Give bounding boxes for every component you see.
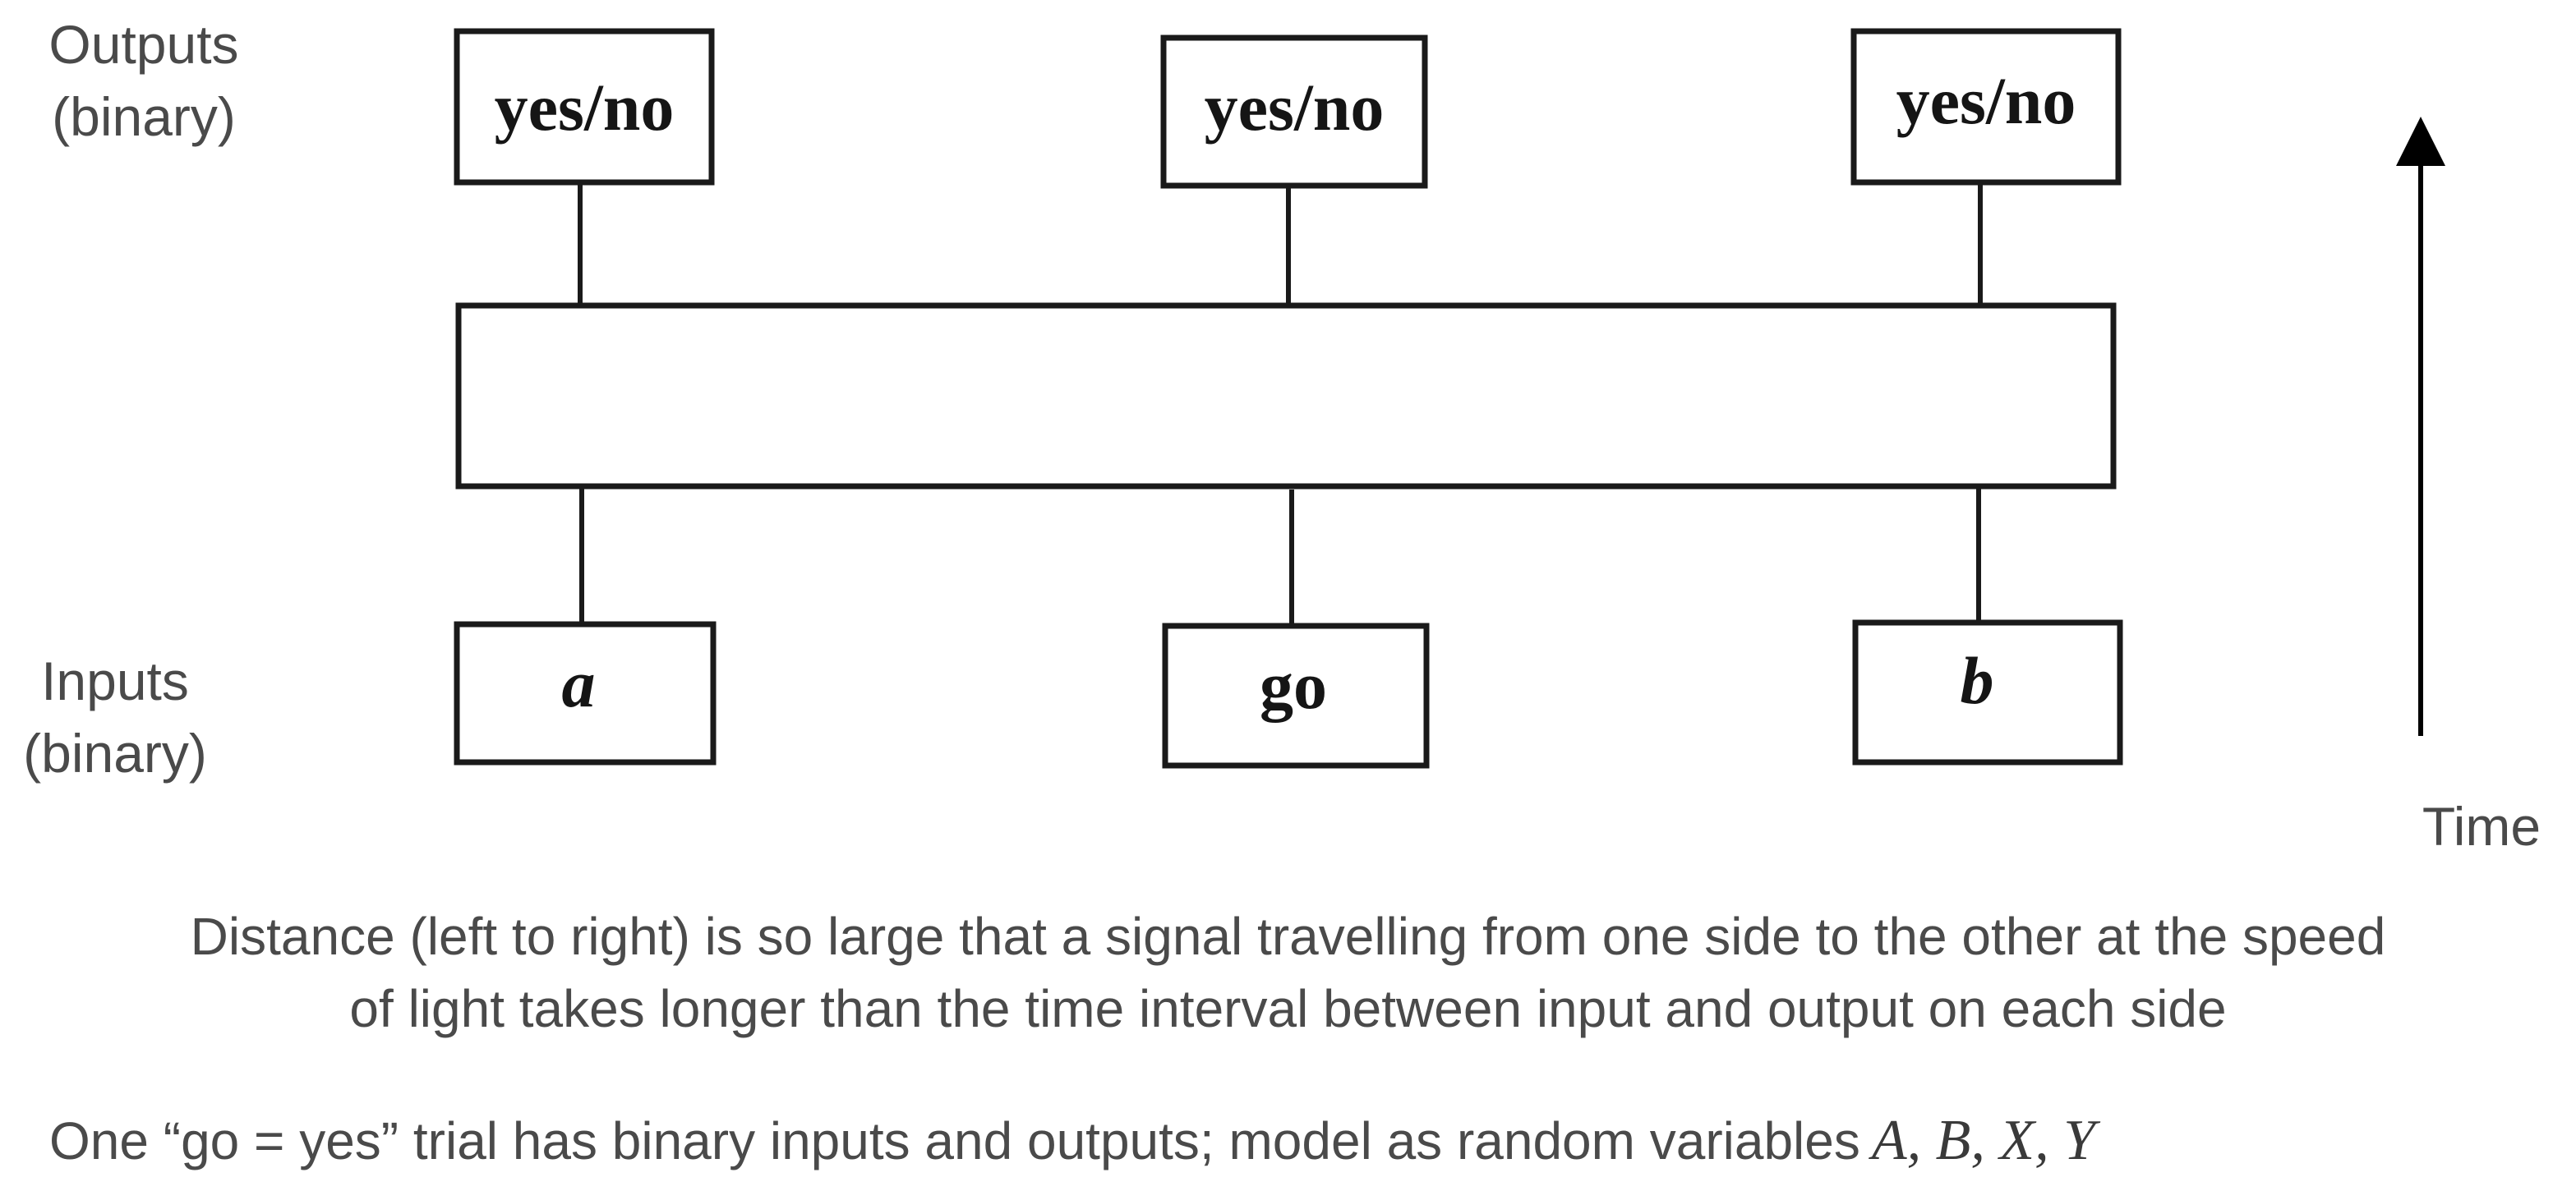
output-label-left: yes/no <box>495 70 675 145</box>
outputs-label-text: Outputs <box>48 14 239 75</box>
output-label-right: yes/no <box>1896 63 2076 138</box>
input-label-b: b <box>1961 643 1994 718</box>
caption-line-2: of light takes longer than the time inte… <box>349 979 2227 1038</box>
caption-line-3: One “go = yes” trial has binary inputs a… <box>49 1105 2514 1177</box>
input-label-go: go <box>1260 648 1327 723</box>
caption-line-3-text: One “go = yes” trial has binary inputs a… <box>49 1111 1860 1170</box>
input-box-right <box>1852 619 2123 766</box>
system-box <box>455 302 2117 490</box>
inputs-label: Inputs (binary) <box>4 645 226 789</box>
output-label-middle: yes/no <box>1205 70 1385 145</box>
time-label: Time <box>2422 796 2541 857</box>
input-box-left <box>454 621 717 766</box>
output-box-right <box>1850 28 2122 186</box>
inputs-label-subtext: (binary) <box>23 723 207 784</box>
input-box-middle <box>1162 623 1430 769</box>
outputs-label: Outputs (binary) <box>16 8 271 153</box>
inputs-label-text: Inputs <box>41 651 189 711</box>
outputs-label-subtext: (binary) <box>52 86 236 147</box>
random-variables: A, B, X, Y <box>1871 1109 2096 1172</box>
output-box-left <box>454 28 715 186</box>
input-label-a: a <box>562 646 596 721</box>
caption-line-1: Distance (left to right) is so large tha… <box>190 907 2386 966</box>
output-box-middle <box>1160 34 1428 189</box>
